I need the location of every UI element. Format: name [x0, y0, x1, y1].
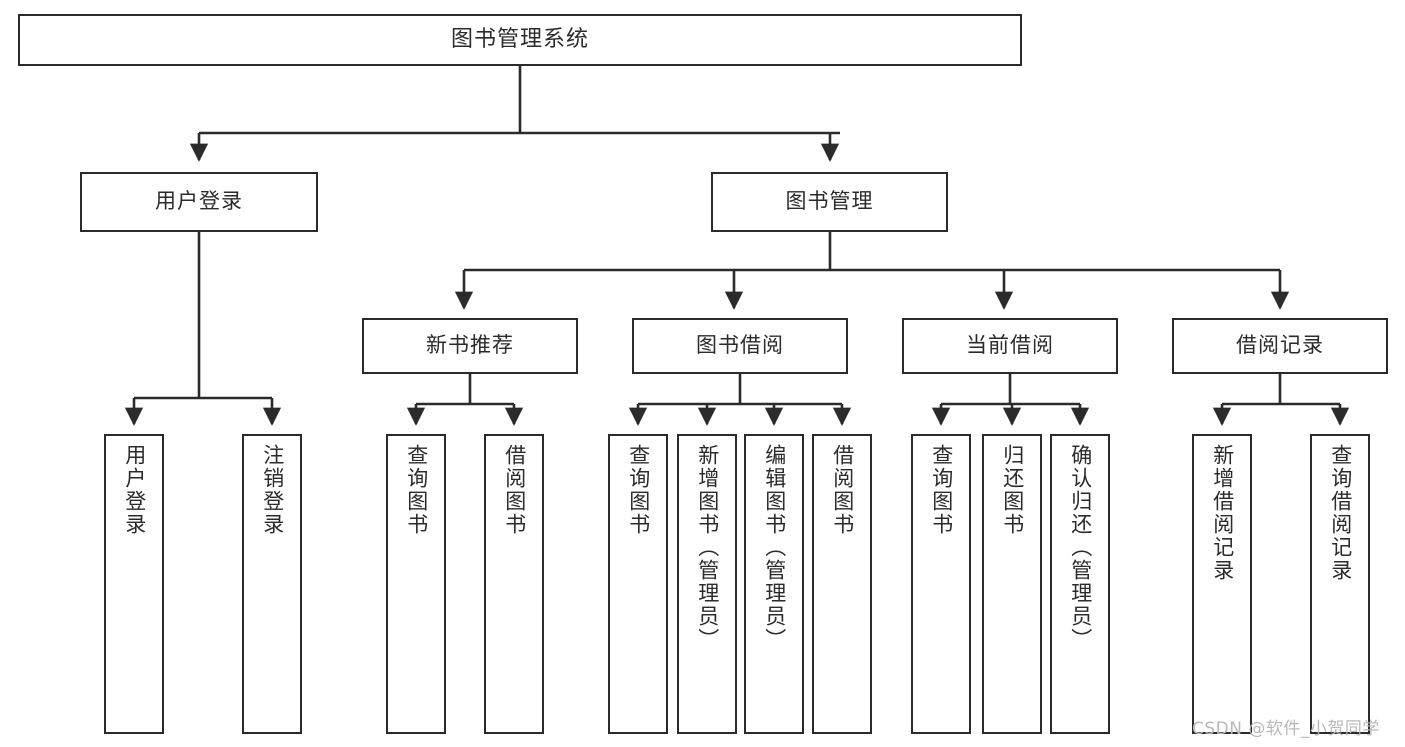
node-leaf-user-login[interactable]: 用户登录	[104, 434, 164, 734]
node-leaf-add-record[interactable]: 新增借阅记录	[1192, 434, 1252, 734]
node-leaf-query-book-1[interactable]: 查询图书	[386, 434, 446, 734]
node-book-borrow[interactable]: 图书借阅	[632, 318, 848, 374]
node-new-book-recommend-label: 新书推荐	[426, 333, 514, 358]
node-leaf-logout-label: 注销登录	[260, 444, 285, 536]
node-book-borrow-label: 图书借阅	[696, 333, 784, 358]
node-new-book-recommend[interactable]: 新书推荐	[362, 318, 578, 374]
node-leaf-return-book[interactable]: 归还图书	[982, 434, 1042, 734]
node-leaf-borrow-book-2[interactable]: 借阅图书	[812, 434, 872, 734]
node-leaf-user-login-label: 用户登录	[122, 444, 147, 536]
node-book-manage[interactable]: 图书管理	[711, 172, 948, 232]
node-current-borrow[interactable]: 当前借阅	[902, 318, 1118, 374]
node-borrow-record-label: 借阅记录	[1236, 333, 1324, 358]
node-user-login[interactable]: 用户登录	[80, 172, 318, 232]
node-root-label: 图书管理系统	[450, 26, 589, 52]
node-leaf-return-book-label: 归还图书	[1000, 444, 1025, 536]
node-leaf-query-record[interactable]: 查询借阅记录	[1310, 434, 1370, 734]
node-leaf-query-record-label: 查询借阅记录	[1328, 444, 1353, 582]
node-leaf-logout[interactable]: 注销登录	[242, 434, 302, 734]
node-leaf-edit-book[interactable]: 编辑图书（管理员）	[744, 434, 804, 734]
node-leaf-query-book-1-label: 查询图书	[404, 444, 429, 536]
node-leaf-confirm-return-label: 确认归还（管理员）	[1068, 444, 1093, 651]
node-leaf-query-book-3-label: 查询图书	[929, 444, 954, 536]
node-leaf-add-book[interactable]: 新增图书（管理员）	[677, 434, 737, 734]
node-root[interactable]: 图书管理系统	[18, 14, 1022, 66]
node-leaf-borrow-book-1[interactable]: 借阅图书	[484, 434, 544, 734]
node-leaf-edit-book-label: 编辑图书（管理员）	[762, 444, 787, 651]
csdn-watermark: CSDN @软件_小贺同学	[1192, 719, 1380, 739]
node-user-login-label: 用户登录	[155, 189, 243, 214]
node-book-manage-label: 图书管理	[785, 189, 874, 214]
node-leaf-add-book-label: 新增图书（管理员）	[695, 444, 720, 651]
node-current-borrow-label: 当前借阅	[966, 333, 1054, 358]
node-borrow-record[interactable]: 借阅记录	[1172, 318, 1388, 374]
node-leaf-confirm-return[interactable]: 确认归还（管理员）	[1050, 434, 1110, 734]
node-leaf-query-book-2-label: 查询图书	[626, 444, 651, 536]
node-leaf-query-book-3[interactable]: 查询图书	[911, 434, 971, 734]
node-leaf-borrow-book-2-label: 借阅图书	[830, 444, 855, 536]
node-leaf-borrow-book-1-label: 借阅图书	[502, 444, 527, 536]
node-leaf-add-record-label: 新增借阅记录	[1210, 444, 1235, 582]
node-leaf-query-book-2[interactable]: 查询图书	[608, 434, 668, 734]
